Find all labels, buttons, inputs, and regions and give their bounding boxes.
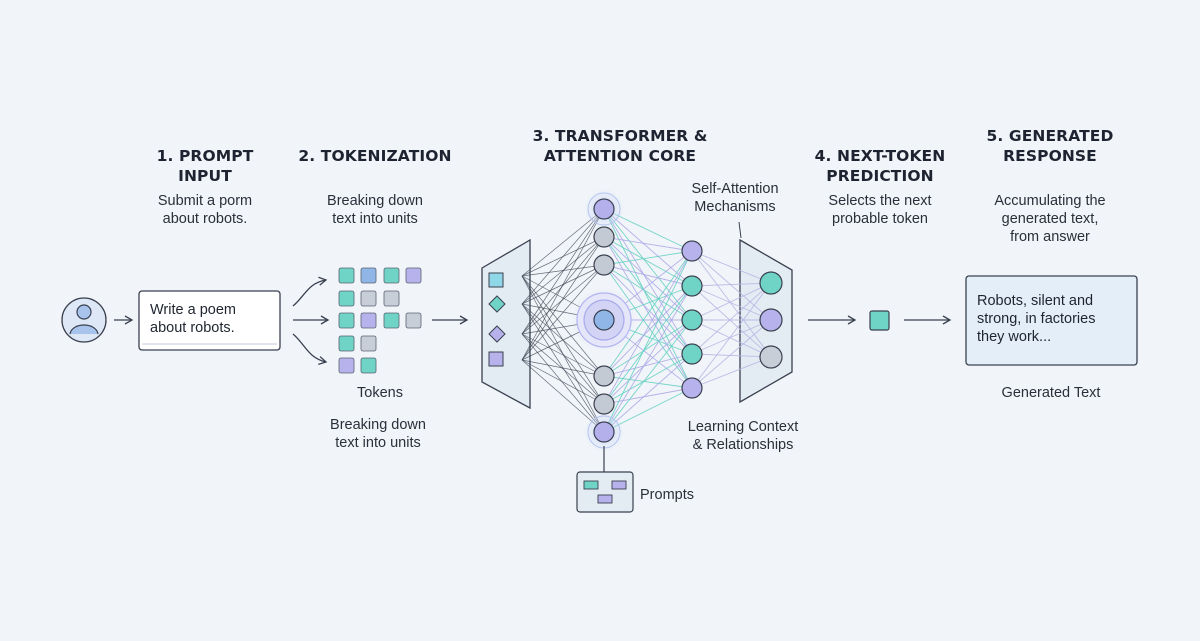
token (338, 290, 355, 307)
attention-node (681, 275, 703, 297)
stage-2-title: 2. TOKENIZATION (298, 147, 452, 165)
stage-5-description: Accumulating the generated text, from an… (994, 193, 1106, 245)
arrow-prompt-to-tokens-bottom (292, 333, 328, 366)
token-grid (338, 267, 422, 374)
stage-1-title: 1. PROMPT INPUT (156, 147, 254, 185)
token (405, 267, 422, 284)
hidden-node (593, 365, 615, 387)
user-icon (61, 297, 107, 343)
prompts-label: Prompts (640, 487, 694, 503)
token (338, 357, 355, 374)
output-node (759, 308, 783, 332)
token (338, 335, 355, 352)
tokens-label: Tokens (357, 385, 403, 401)
token (338, 312, 355, 329)
hidden-node (593, 393, 615, 415)
prompts-box (576, 471, 634, 513)
attention-connections (521, 208, 772, 433)
hidden-node (593, 254, 615, 276)
self-attention-leader (738, 221, 742, 239)
prompt-text: Write a poem about robots. (150, 302, 236, 336)
input-layer-panel (481, 238, 531, 410)
stage-4-title: 4. NEXT-TOKEN PREDICTION (814, 147, 946, 185)
token (360, 290, 377, 307)
attention-node (681, 309, 703, 331)
stage-1-description: Submit a porm about robots. (157, 193, 253, 227)
tokens-caption: Breaking down text into units (330, 417, 426, 451)
token (338, 267, 355, 284)
token (383, 290, 400, 307)
attention-node (681, 240, 703, 262)
output-node (759, 271, 783, 295)
token (383, 267, 400, 284)
self-attention-label: Self-Attention Mechanisms (691, 181, 779, 215)
generated-text-label: Generated Text (1001, 385, 1101, 401)
stage-4-description: Selects the next probable token (828, 193, 932, 227)
token (405, 312, 422, 329)
core-node (593, 309, 615, 331)
learning-context-label: Learning Context & Relationships (687, 419, 799, 453)
response-box (965, 275, 1138, 366)
predicted-token (869, 310, 890, 331)
hidden-node (593, 421, 615, 443)
network-nodes (572, 189, 783, 452)
output-node (759, 345, 783, 369)
response-text: Robots, silent and strong, in factories … (977, 293, 1096, 345)
token (360, 357, 377, 374)
attention-node (681, 343, 703, 365)
token (360, 335, 377, 352)
token (360, 267, 377, 284)
stage-2-description: Breaking down text into units (327, 193, 423, 227)
attention-node (681, 377, 703, 399)
arrow-prompt-to-tokens-top (292, 276, 328, 307)
node-glow (587, 192, 621, 226)
prompt-box (138, 290, 281, 351)
stage-5-title: 5. GENERATED RESPONSE (986, 127, 1114, 165)
hidden-node (593, 226, 615, 248)
stage-3-title: 3. TRANSFORMER & ATTENTION CORE (532, 127, 708, 165)
hidden-node (593, 198, 615, 220)
token (360, 312, 377, 329)
token (383, 312, 400, 329)
